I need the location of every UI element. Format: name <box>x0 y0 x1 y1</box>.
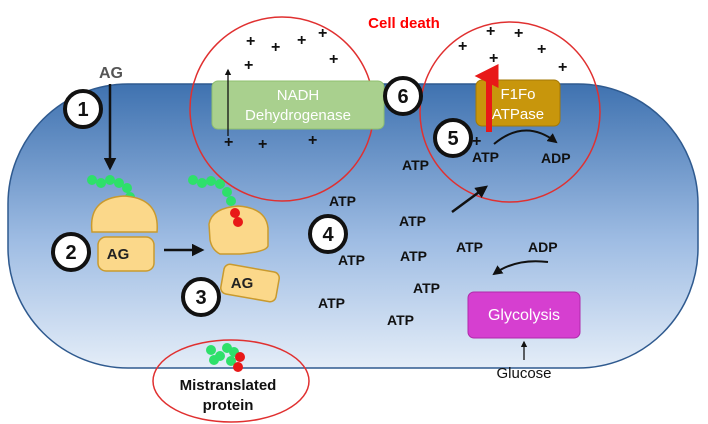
amino-acid <box>87 175 97 185</box>
amino-acid-misincorporated <box>233 362 243 372</box>
mistranslated-label-line1: Mistranslated <box>180 377 277 394</box>
step-number: 6 <box>397 86 408 108</box>
cell-death-label: Cell death <box>368 15 440 32</box>
amino-acid-chain-left <box>87 175 135 202</box>
atp-label: ATP <box>387 312 414 328</box>
amino-acid-misincorporated <box>230 208 240 218</box>
step-number: 5 <box>447 128 458 150</box>
atp-label: ATP <box>318 295 345 311</box>
ribosome-mistranslating <box>208 205 269 255</box>
glycolysis-box <box>467 291 581 339</box>
plus-sign: + <box>489 50 498 67</box>
ag-ribosome-label: AG <box>107 246 130 263</box>
amino-acid-misincorporated <box>233 217 243 227</box>
step-circle <box>51 232 91 272</box>
nadh-dehydrogenase-box <box>211 80 385 130</box>
plus-signs-nadh: + + + + + + + + + <box>224 25 338 153</box>
plus-sign: + <box>486 23 495 40</box>
step-5: 5 <box>433 118 473 158</box>
plus-sign: + <box>224 134 233 151</box>
plus-sign: + <box>308 132 317 149</box>
amino-acid <box>188 175 198 185</box>
step-circle <box>181 277 221 317</box>
amino-acid <box>206 345 216 355</box>
plus-sign: + <box>514 25 523 42</box>
amino-acid <box>215 179 225 189</box>
ag-free-label: AG <box>231 275 254 292</box>
step-number: 2 <box>65 242 76 264</box>
amino-acid <box>209 355 219 365</box>
amino-acid <box>206 176 216 186</box>
atp-label: ATP <box>399 213 426 229</box>
atp-hydrolysis-arrow <box>493 129 558 145</box>
mistranslated-protein-chain <box>206 343 245 372</box>
nadh-label-line1: NADH <box>277 87 320 104</box>
atp-label: ATP <box>456 239 483 255</box>
step-circle <box>433 118 473 158</box>
step-number: 1 <box>77 99 88 121</box>
plus-sign: + <box>297 32 306 49</box>
plus-sign: + <box>558 59 567 76</box>
amino-acid <box>122 183 132 193</box>
atp-label: ATP <box>329 193 356 209</box>
plus-sign: + <box>537 41 546 58</box>
adp-label: ADP <box>541 150 571 166</box>
amino-acid-chain-right <box>188 175 236 206</box>
atpase-circle <box>419 21 601 203</box>
plus-sign: + <box>318 25 327 42</box>
step-2: 2 <box>51 232 91 272</box>
atp-label: ATP <box>413 280 440 296</box>
plus-sign: + <box>244 57 253 74</box>
mistranslated-label-line2: protein <box>203 397 254 414</box>
amino-acid <box>222 187 232 197</box>
ag-top-label: AG <box>99 65 123 82</box>
amino-acid <box>105 175 115 185</box>
step-number: 3 <box>195 287 206 309</box>
amino-acid <box>114 178 124 188</box>
plus-sign: + <box>472 133 481 150</box>
nadh-label-line2: Dehydrogenase <box>245 107 351 124</box>
plus-sign: + <box>271 39 280 56</box>
amino-acid <box>226 196 236 206</box>
plus-sign: + <box>246 33 255 50</box>
step-1: 1 <box>63 89 103 129</box>
step-3: 3 <box>181 277 221 317</box>
step-number: 4 <box>322 224 334 246</box>
ribosome-small-subunit <box>97 236 155 272</box>
plus-sign: + <box>458 38 467 55</box>
adp-label: ADP <box>528 239 558 255</box>
free-ag-subunit <box>220 263 280 303</box>
amino-acid <box>197 178 207 188</box>
plus-signs-atpase: + + + + + + + <box>458 23 567 150</box>
step-circle <box>308 214 348 254</box>
amino-acid <box>226 356 236 366</box>
mistranslated-ellipse <box>152 339 310 423</box>
atp-to-atpase-arrow <box>451 185 489 214</box>
step-6: 6 <box>383 76 423 116</box>
amino-acid-misincorporated <box>235 352 245 362</box>
step-circle <box>383 76 423 116</box>
glycolysis-label: Glycolysis <box>488 307 560 324</box>
plus-sign: + <box>329 51 338 68</box>
glucose-label: Glucose <box>496 365 551 382</box>
atp-label: ATP <box>338 252 365 268</box>
atpase-box <box>475 79 561 127</box>
atpase-label-line1: F1Fo <box>500 86 535 103</box>
glycolysis-atp-arrow <box>492 260 549 276</box>
step-circle <box>63 89 103 129</box>
amino-acid <box>96 178 106 188</box>
atp-label: ATP <box>472 149 499 165</box>
atp-pool: ATP ATP ATP ATP ATP ATP ATP ATP ATP ADP <box>318 157 558 328</box>
plus-sign: + <box>258 136 267 153</box>
atpase-label-line2: ATPase <box>492 106 544 123</box>
atp-label: ATP <box>402 157 429 173</box>
atp-label: ATP <box>400 248 427 264</box>
step-4: 4 <box>308 214 348 254</box>
ribosome-large-subunit <box>90 195 158 233</box>
ribosome-with-ag: AG <box>90 195 158 272</box>
ribosome-distorted <box>208 205 269 255</box>
